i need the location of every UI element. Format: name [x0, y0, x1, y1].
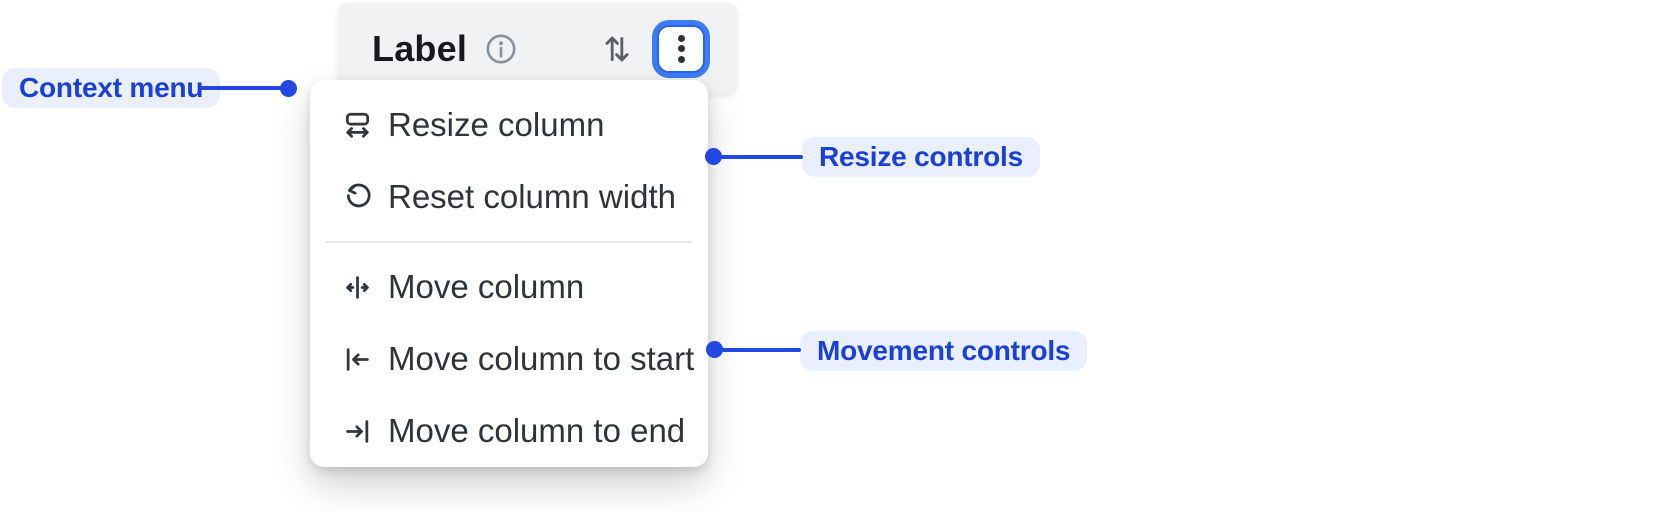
menu-item-move-column-to-start[interactable]: Move column to start	[310, 323, 708, 395]
kebab-dot	[677, 34, 685, 42]
sort-button[interactable]	[600, 26, 634, 72]
menu-item-label: Move column to start	[388, 340, 695, 377]
annotation-line	[200, 86, 288, 90]
menu-item-move-column[interactable]: Move column	[310, 251, 708, 323]
annotation-context-menu: Context menu	[2, 68, 221, 108]
annotation-line	[713, 155, 803, 159]
menu-item-move-column-to-end[interactable]: Move column to end	[310, 395, 708, 467]
resize-column-icon	[345, 112, 370, 138]
annotation-label: Resize controls	[819, 141, 1023, 172]
sort-arrows-icon	[605, 36, 629, 61]
menu-divider	[326, 241, 692, 243]
menu-item-resize-column[interactable]: Resize column	[310, 89, 708, 161]
kebab-menu-button[interactable]	[657, 24, 705, 73]
kebab-dot	[677, 55, 685, 63]
annotation-dot	[706, 341, 723, 358]
menu-item-label: Reset column width	[388, 178, 676, 215]
annotation-dot	[705, 148, 722, 165]
annotation-line	[714, 348, 801, 352]
move-column-to-start-icon	[346, 347, 369, 371]
annotation-movement-controls: Movement controls	[800, 331, 1088, 371]
move-column-icon	[346, 275, 369, 299]
menu-item-label: Resize column	[388, 106, 605, 143]
menu-item-label: Move column to end	[388, 412, 686, 449]
annotation-label: Movement controls	[817, 335, 1071, 366]
menu-item-reset-column-width[interactable]: Reset column width	[310, 161, 708, 233]
annotation-resize-controls: Resize controls	[802, 137, 1040, 177]
menu-item-label: Move column	[388, 268, 585, 305]
kebab-dot	[677, 45, 685, 52]
annotation-label: Context menu	[19, 72, 204, 103]
column-header: Label	[338, 3, 737, 94]
info-icon[interactable]	[484, 32, 518, 66]
move-column-to-end-icon	[346, 419, 369, 443]
context-menu: Resize column Reset column width Move co…	[310, 80, 708, 467]
reset-column-width-icon	[346, 183, 371, 207]
annotation-dot	[280, 80, 297, 97]
column-header-label: Label	[372, 27, 468, 69]
